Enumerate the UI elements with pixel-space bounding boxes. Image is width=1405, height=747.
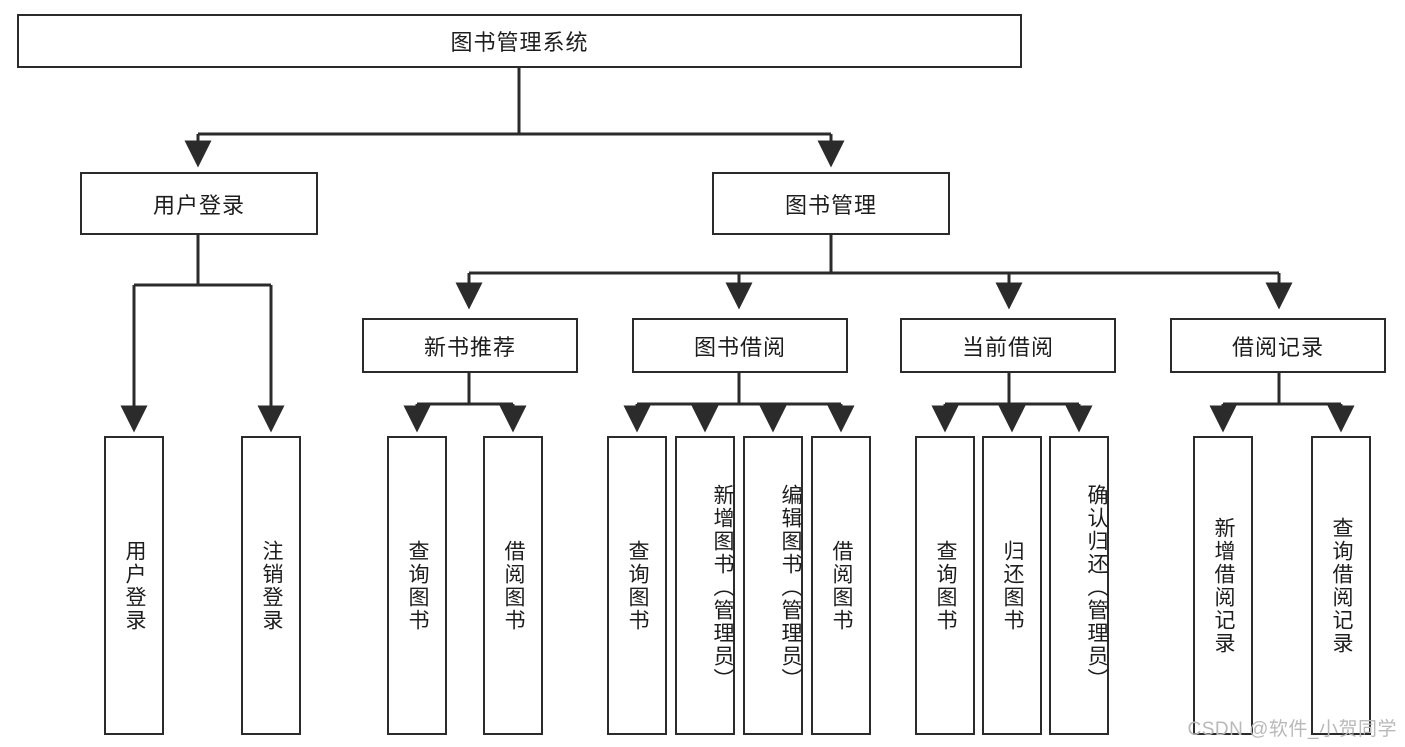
node-label: 用户登录 bbox=[123, 539, 147, 632]
leaf-query-borrow-record[interactable]: 查询借阅记录 bbox=[1311, 436, 1371, 735]
node-label: 查询借阅记录 bbox=[1330, 516, 1354, 655]
node-label: 图书借阅 bbox=[693, 334, 786, 360]
leaf-return-book[interactable]: 归还图书 bbox=[982, 436, 1042, 735]
node-label: 注销登录 bbox=[260, 539, 284, 632]
node-label: 新增借阅记录 bbox=[1212, 516, 1236, 655]
node-label: 借阅图书 bbox=[502, 539, 526, 632]
node-book-borrowing[interactable]: 图书借阅 bbox=[632, 318, 848, 373]
leaf-confirm-return-admin[interactable]: 确认归还（管理员） bbox=[1049, 436, 1109, 735]
node-label: 当前借阅 bbox=[961, 334, 1054, 360]
node-root-book-management-system[interactable]: 图书管理系统 bbox=[17, 14, 1022, 68]
node-label: 新书推荐 bbox=[423, 334, 516, 360]
node-label: 编辑图书（管理员） bbox=[779, 484, 802, 691]
node-user-login[interactable]: 用户登录 bbox=[80, 172, 318, 235]
node-borrowing-records[interactable]: 借阅记录 bbox=[1170, 318, 1386, 373]
node-current-borrowing[interactable]: 当前借阅 bbox=[900, 318, 1116, 373]
node-new-book-recommendation[interactable]: 新书推荐 bbox=[362, 318, 578, 373]
watermark-text: CSDN @软件_小贺同学 bbox=[1187, 719, 1397, 740]
node-label: 查询图书 bbox=[626, 539, 650, 632]
leaf-query-book-new-rec[interactable]: 查询图书 bbox=[387, 436, 447, 735]
leaf-user-login[interactable]: 用户登录 bbox=[104, 436, 164, 735]
leaf-add-borrow-record[interactable]: 新增借阅记录 bbox=[1193, 436, 1253, 735]
node-label: 归还图书 bbox=[1001, 539, 1025, 632]
leaf-logout-login[interactable]: 注销登录 bbox=[241, 436, 301, 735]
node-book-management[interactable]: 图书管理 bbox=[712, 172, 950, 235]
node-label: 确认归还（管理员） bbox=[1085, 484, 1108, 691]
leaf-borrow-book-new-rec[interactable]: 借阅图书 bbox=[483, 436, 543, 735]
node-label: 用户登录 bbox=[152, 192, 245, 218]
node-label: 借阅图书 bbox=[830, 539, 854, 632]
node-label: 新增图书（管理员） bbox=[711, 484, 734, 691]
leaf-query-book-current[interactable]: 查询图书 bbox=[915, 436, 975, 735]
node-label: 查询图书 bbox=[406, 539, 430, 632]
leaf-query-book-borrow[interactable]: 查询图书 bbox=[607, 436, 667, 735]
leaf-borrow-book[interactable]: 借阅图书 bbox=[811, 436, 871, 735]
node-label: 图书管理系统 bbox=[450, 30, 589, 55]
node-label: 查询图书 bbox=[934, 539, 958, 632]
leaf-add-book-admin[interactable]: 新增图书（管理员） bbox=[675, 436, 735, 735]
node-label: 图书管理 bbox=[784, 192, 877, 218]
leaf-edit-book-admin[interactable]: 编辑图书（管理员） bbox=[743, 436, 803, 735]
node-label: 借阅记录 bbox=[1231, 334, 1324, 360]
